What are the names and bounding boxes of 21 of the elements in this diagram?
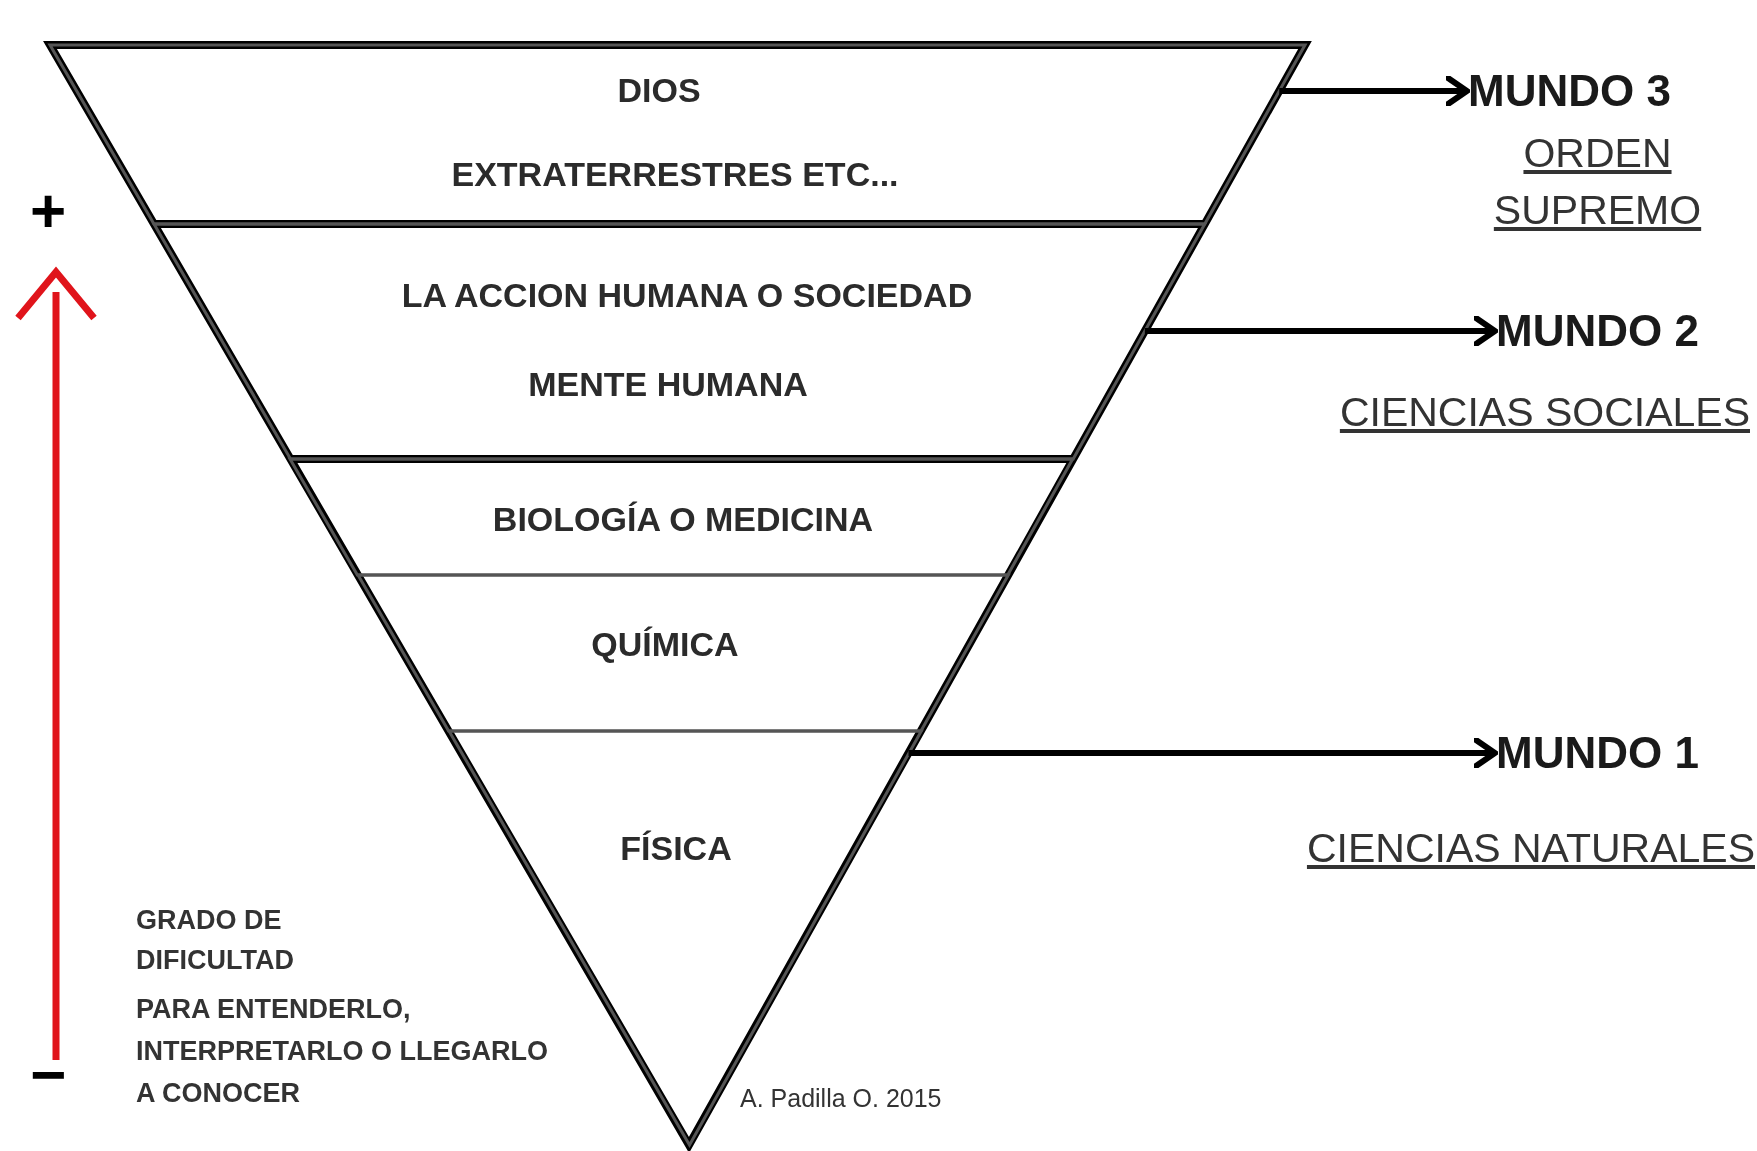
world-subtitle: CIENCIAS NATURALES — [1305, 824, 1755, 873]
band-label: BIOLOGÍA O MEDICINA — [492, 499, 874, 539]
axis-note: PARA ENTENDERLO, INTERPRETARLO O LLEGARLO A CONOCER — [136, 993, 549, 1110]
plus-sign: + — [30, 176, 67, 246]
band-label: LA ACCION HUMANA O SOCIEDAD — [401, 275, 973, 315]
minus-sign: − — [30, 1040, 67, 1110]
world-label: MUNDO 2 — [1496, 307, 1699, 355]
band-label: QUÍMICA — [591, 624, 739, 664]
arrow — [1144, 315, 1498, 347]
world-label: MUNDO 1 — [1496, 729, 1699, 777]
arrow — [908, 737, 1498, 769]
band-label: FÍSICA — [620, 828, 732, 868]
band-label: MENTE HUMANA — [528, 364, 808, 404]
band-label: DIOS — [617, 70, 701, 110]
world-label: MUNDO 3 — [1468, 67, 1671, 115]
arrow — [1279, 75, 1470, 107]
world-subtitle: CIENCIAS SOCIALES — [1338, 388, 1750, 437]
author-credit: A. Padilla O. 2015 — [740, 1083, 942, 1113]
band-label: EXTRATERRESTRES ETC... — [451, 154, 899, 194]
axis-note: GRADO DE DIFICULTAD — [136, 904, 295, 977]
world-subtitle: ORDEN SUPREMO — [1492, 129, 1703, 235]
